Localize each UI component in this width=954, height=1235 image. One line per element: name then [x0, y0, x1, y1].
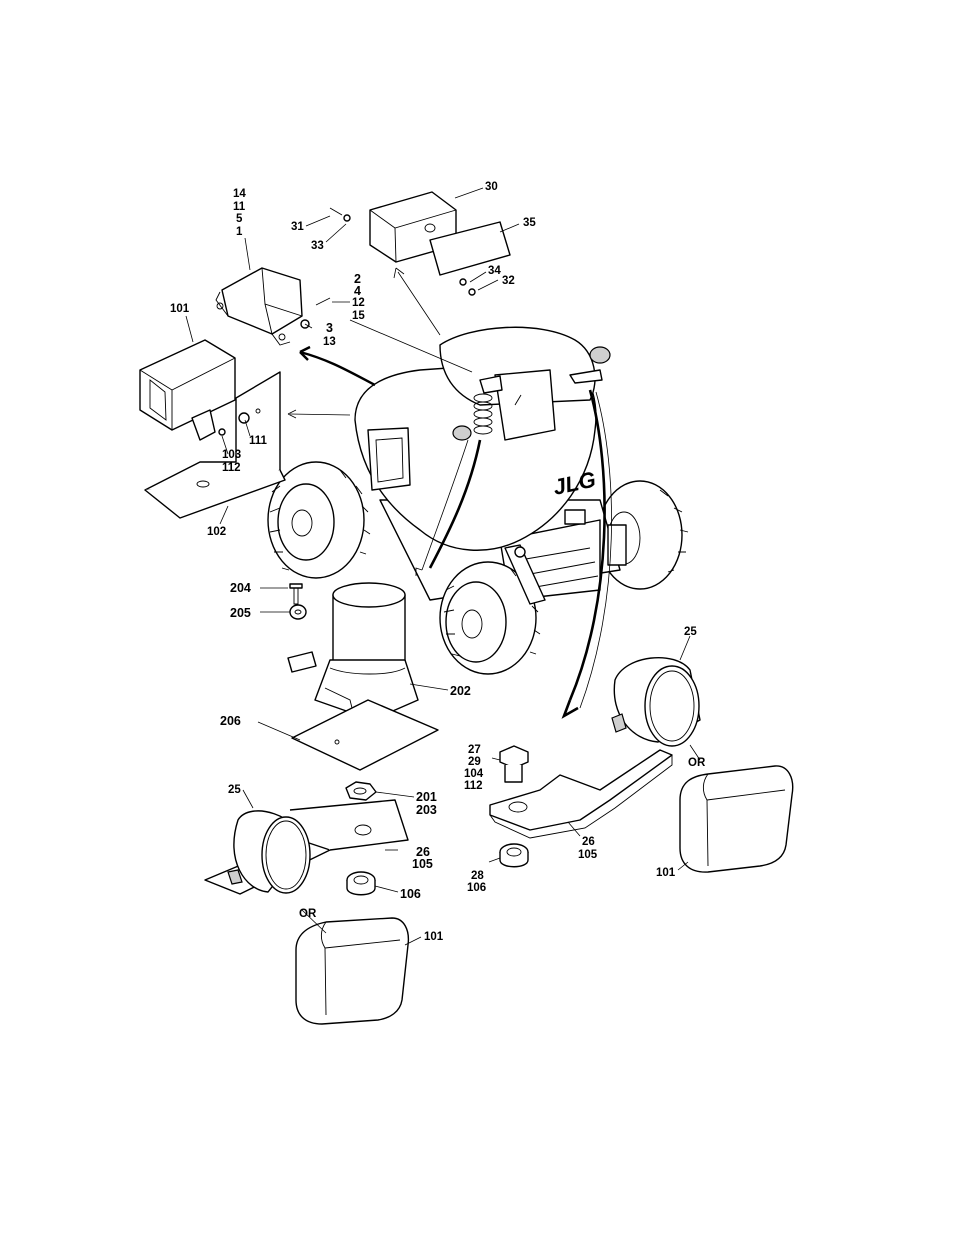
round-light-left [204, 799, 409, 895]
callout-31: 31 [291, 221, 304, 233]
callout-25-right: 25 [684, 626, 697, 638]
callout-labels: 14 11 5 1 31 33 30 35 34 32 2 4 12 15 3 … [170, 181, 706, 943]
callout-205: 205 [230, 606, 251, 620]
callout-206: 206 [220, 714, 241, 728]
callout-105-right: 105 [578, 849, 598, 861]
or-label-left: OR [299, 908, 317, 920]
callout-30: 30 [485, 181, 498, 193]
callout-106-right: 106 [467, 882, 486, 894]
callout-1: 1 [236, 226, 243, 238]
callout-201: 201 [416, 790, 437, 804]
or-label-right: OR [688, 757, 706, 769]
callout-35: 35 [523, 217, 536, 229]
plate-206 [291, 699, 439, 771]
callout-27: 27 [468, 744, 481, 756]
callout-105-left: 105 [412, 857, 433, 871]
callout-26-left: 26 [416, 845, 430, 859]
work-light-top [329, 191, 511, 296]
callout-5: 5 [236, 213, 243, 225]
beacon-202 [287, 582, 419, 721]
callout-112-left: 112 [222, 462, 241, 474]
callout-204: 204 [230, 581, 251, 595]
rect-light-bottom-left [295, 917, 410, 1025]
callout-202: 202 [450, 684, 471, 698]
callout-104: 104 [464, 768, 484, 780]
callout-32: 32 [502, 275, 515, 287]
left-bracket-102 [144, 371, 286, 519]
assembly-arrows [287, 267, 612, 719]
callout-25-left: 25 [228, 784, 241, 796]
callout-29: 29 [468, 756, 481, 768]
callout-112-right: 112 [464, 780, 483, 792]
tire-rear-left [267, 461, 371, 579]
callout-3: 3 [326, 321, 333, 335]
callout-11: 11 [233, 201, 246, 213]
coil-spring [473, 393, 493, 435]
ring-106-left [346, 871, 376, 896]
callout-15: 15 [352, 310, 365, 322]
callout-34: 34 [488, 265, 501, 277]
callout-102: 102 [207, 526, 226, 538]
machine-illustration: JLG [267, 326, 689, 675]
callout-12: 12 [352, 297, 365, 309]
callout-101-right: 101 [656, 867, 676, 879]
callout-33: 33 [311, 240, 324, 252]
callout-26-right: 26 [582, 836, 595, 848]
callout-103: 103 [222, 449, 241, 461]
callout-2: 2 [354, 272, 361, 286]
round-light-right [611, 657, 701, 747]
tire-front-left [439, 561, 541, 675]
callout-4: 4 [354, 284, 361, 298]
callout-14: 14 [233, 188, 246, 200]
beacon-cover [215, 267, 331, 346]
ring-28 [499, 843, 529, 868]
leader-lines [185, 187, 701, 946]
work-light-left [139, 339, 236, 441]
bolt-27 [499, 745, 529, 783]
callout-111: 111 [249, 435, 268, 447]
nut-201 [345, 781, 377, 801]
callout-28: 28 [471, 870, 484, 882]
callout-13: 13 [323, 336, 336, 348]
callout-106-left: 106 [400, 887, 421, 901]
rect-light-right [679, 765, 794, 873]
right-bracket-26 [489, 749, 673, 839]
callout-203: 203 [416, 803, 437, 817]
callout-101-bottom-left: 101 [424, 931, 444, 943]
callout-101-top-left: 101 [170, 303, 190, 315]
